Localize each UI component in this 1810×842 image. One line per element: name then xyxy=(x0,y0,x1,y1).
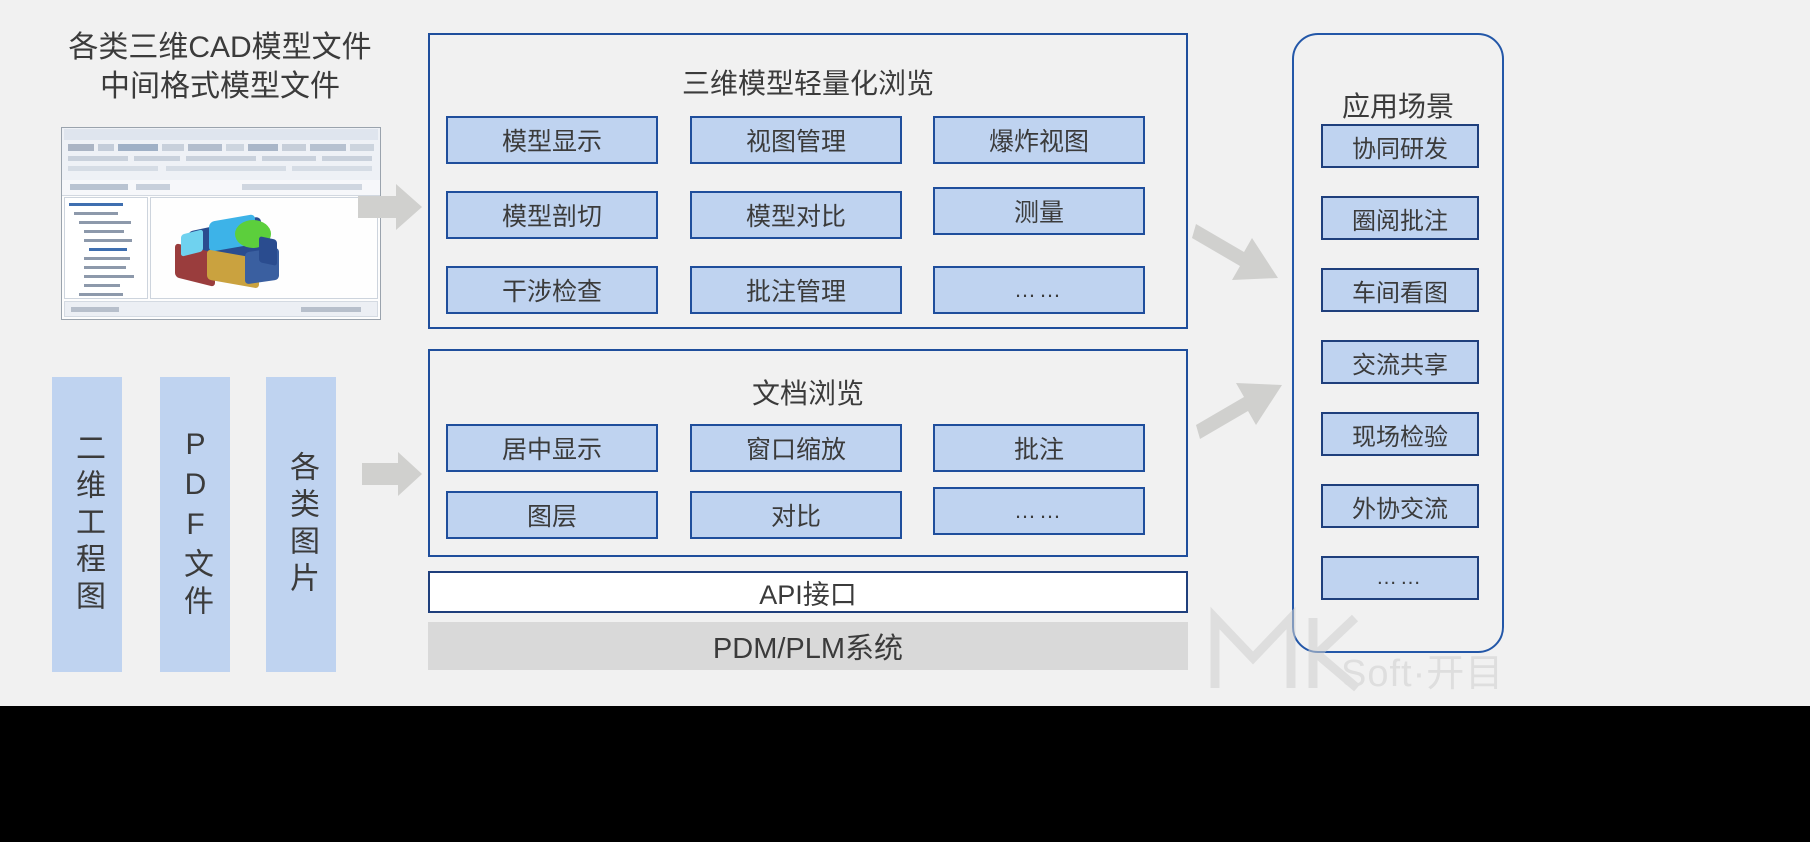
scenario-button-communication-share[interactable]: 交流共享 xyxy=(1321,340,1479,384)
feature-button-compare[interactable]: 对比 xyxy=(690,491,902,539)
thumb-toolbar xyxy=(62,180,380,196)
scenarios-title: 应用场景 xyxy=(1341,91,1454,122)
source-column-images: 各类图片 xyxy=(266,377,336,672)
source-column-2d-drawing: 二维工程图 xyxy=(52,377,122,672)
thumb-ribbon xyxy=(62,128,380,181)
feature-button-more-doc[interactable]: …… xyxy=(933,487,1145,535)
arrow-doc-to-scenarios xyxy=(1196,383,1282,439)
letterbox-bottom xyxy=(0,706,1810,842)
feature-button-layers[interactable]: 图层 xyxy=(446,491,658,539)
feature-button-interference-check[interactable]: 干涉检查 xyxy=(446,266,658,314)
arrow-model-to-scenarios xyxy=(1192,224,1278,280)
scenario-button-outsourcing-exchange[interactable]: 外协交流 xyxy=(1321,484,1479,528)
source-title-line1: 各类三维CAD模型文件 xyxy=(68,31,372,64)
source-title-line2: 中间格式模型文件 xyxy=(100,70,340,103)
scenario-button-shopfloor-viewing[interactable]: 车间看图 xyxy=(1321,268,1479,312)
feature-button-annotate[interactable]: 批注 xyxy=(933,424,1145,472)
thumb-tabbar xyxy=(64,129,378,140)
feature-button-exploded-view[interactable]: 爆炸视图 xyxy=(933,116,1145,164)
api-interface-bar[interactable]: API接口 xyxy=(428,571,1188,613)
application-scenarios-panel: 应用场景 协同研发 圈阅批注 车间看图 交流共享 现场检验 外协交流 …… xyxy=(1292,33,1504,653)
source-column-label: PDF文件 xyxy=(179,427,212,622)
diagram-canvas: 各类三维CAD模型文件 中间格式模型文件 xyxy=(40,28,1504,695)
source-column-label: 各类图片 xyxy=(285,450,318,599)
feature-button-model-section[interactable]: 模型剖切 xyxy=(446,191,658,239)
scenario-button-onsite-inspection[interactable]: 现场检验 xyxy=(1321,412,1479,456)
feature-button-view-management[interactable]: 视图管理 xyxy=(690,116,902,164)
scenario-button-more[interactable]: …… xyxy=(1321,556,1479,600)
feature-button-model-display[interactable]: 模型显示 xyxy=(446,116,658,164)
feature-button-window-zoom[interactable]: 窗口缩放 xyxy=(690,424,902,472)
cad-software-screenshot xyxy=(61,127,381,320)
model-panel-title: 三维模型轻量化浏览 xyxy=(681,68,934,99)
arrow-source-to-doc xyxy=(362,452,422,496)
feature-button-measure[interactable]: 测量 xyxy=(933,187,1145,235)
source-title: 各类三维CAD模型文件 中间格式模型文件 xyxy=(40,28,400,106)
model-viewer-panel: 三维模型轻量化浏览 模型显示 视图管理 爆炸视图 模型剖切 模型对比 测量 干涉… xyxy=(428,33,1188,329)
document-viewer-panel: 文档浏览 居中显示 窗口缩放 批注 图层 对比 …… xyxy=(428,349,1188,557)
pdm-plm-system-bar[interactable]: PDM/PLM系统 xyxy=(428,622,1188,670)
feature-button-model-compare[interactable]: 模型对比 xyxy=(690,191,902,239)
thumb-3d-viewport xyxy=(150,197,378,299)
source-column-pdf-file: PDF文件 xyxy=(160,377,230,672)
thumb-model-tree xyxy=(64,197,148,299)
scenario-button-markup-review[interactable]: 圈阅批注 xyxy=(1321,196,1479,240)
feature-button-center-display[interactable]: 居中显示 xyxy=(446,424,658,472)
doc-panel-title: 文档浏览 xyxy=(751,378,864,409)
feature-button-annotation-management[interactable]: 批注管理 xyxy=(690,266,902,314)
feature-button-more-model[interactable]: …… xyxy=(933,266,1145,314)
arrow-source-to-model xyxy=(358,184,422,230)
source-column-label: 二维工程图 xyxy=(71,432,104,617)
scenario-button-collaborative-rnd[interactable]: 协同研发 xyxy=(1321,124,1479,168)
thumb-statusbar xyxy=(64,301,378,317)
